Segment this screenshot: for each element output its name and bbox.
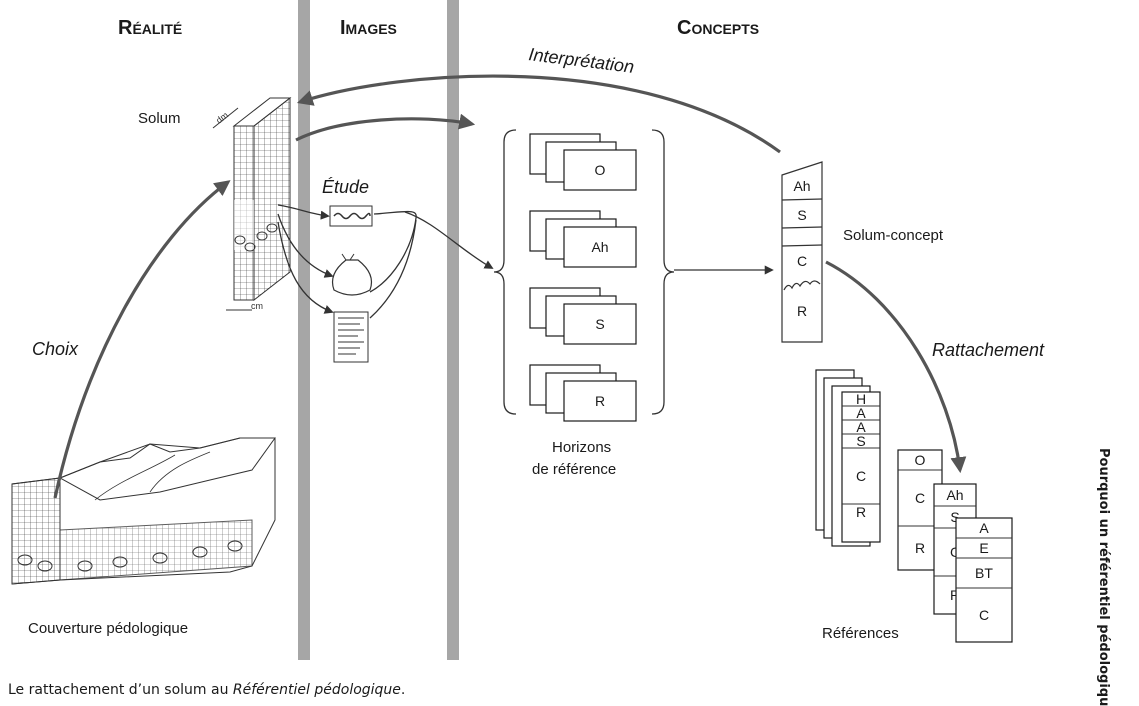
reference-horizon-label: C (856, 468, 866, 484)
label-interpretation: Interprétation (528, 44, 636, 77)
arrow-photo-sheet (370, 220, 416, 318)
reference-horizon-label: O (915, 452, 926, 468)
caption-prefix: Le rattachement d’un solum au (8, 682, 233, 698)
reference-card-4: AE BT C (956, 518, 1012, 642)
reference-horizon-label: R (856, 504, 866, 520)
label-cm: cm (251, 301, 263, 311)
label-horizons-line1: Horizons (552, 439, 611, 456)
concept-layer-label: C (797, 253, 807, 269)
horizon-label: R (595, 393, 605, 409)
arrow-solum-horizons (296, 119, 472, 140)
concept-layer-label: S (797, 207, 806, 223)
horizon-stack-r: R (530, 365, 636, 421)
horizons-bracket-left (494, 130, 516, 414)
label-dm: dm (214, 110, 230, 126)
solum-concept-column: AhS C R (782, 162, 822, 342)
sample-photo (330, 206, 372, 226)
sample-sheet (334, 312, 368, 362)
label-couverture: Couverture pédologique (28, 620, 188, 637)
reference-horizon-label: C (915, 490, 925, 506)
caption-suffix: . (401, 682, 405, 698)
horizon-label: Ah (591, 239, 608, 255)
label-solum: Solum (138, 110, 181, 127)
reference-horizon-label: C (979, 607, 989, 623)
landscape-block (12, 438, 275, 584)
reference-horizon-label: A (979, 520, 989, 536)
concept-layer-label: R (797, 303, 807, 319)
label-choix: Choix (32, 339, 79, 359)
horizon-stack-ah: Ah (530, 211, 636, 267)
reference-horizon-label: BT (975, 565, 993, 581)
header-images: Images (340, 17, 397, 39)
reference-horizon-label: S (856, 433, 865, 449)
reference-horizon-label: Ah (946, 487, 963, 503)
label-rattachement: Rattachement (932, 340, 1045, 360)
horizon-stacks: O AhS R (530, 134, 636, 421)
label-references: Références (822, 625, 899, 642)
caption-emphasis: Référentiel pédologique (233, 682, 401, 698)
reference-horizon-label: R (915, 540, 925, 556)
solum-block (213, 98, 290, 310)
horizons-bracket-right (652, 130, 674, 414)
header-concepts: Concepts (677, 17, 759, 39)
horizon-label: O (595, 162, 606, 178)
figure-caption: Le rattachement d’un solum au Référentie… (8, 682, 405, 698)
horizon-label: S (595, 316, 604, 332)
label-horizons-line2: de référence (532, 461, 616, 478)
header-realite: Réalité (118, 17, 182, 39)
concept-layer-label: Ah (793, 178, 810, 194)
sample-bag (333, 254, 372, 295)
label-etude: Étude (322, 177, 369, 197)
side-running-title: Pourquoi un référentiel pédologiqu (1096, 448, 1111, 698)
horizon-stack-s: S (530, 288, 636, 344)
separator-band-right (447, 0, 459, 660)
label-solum-concept: Solum-concept (843, 227, 944, 244)
reference-horizon-label: E (979, 540, 988, 556)
horizon-stack-o: O (530, 134, 636, 190)
